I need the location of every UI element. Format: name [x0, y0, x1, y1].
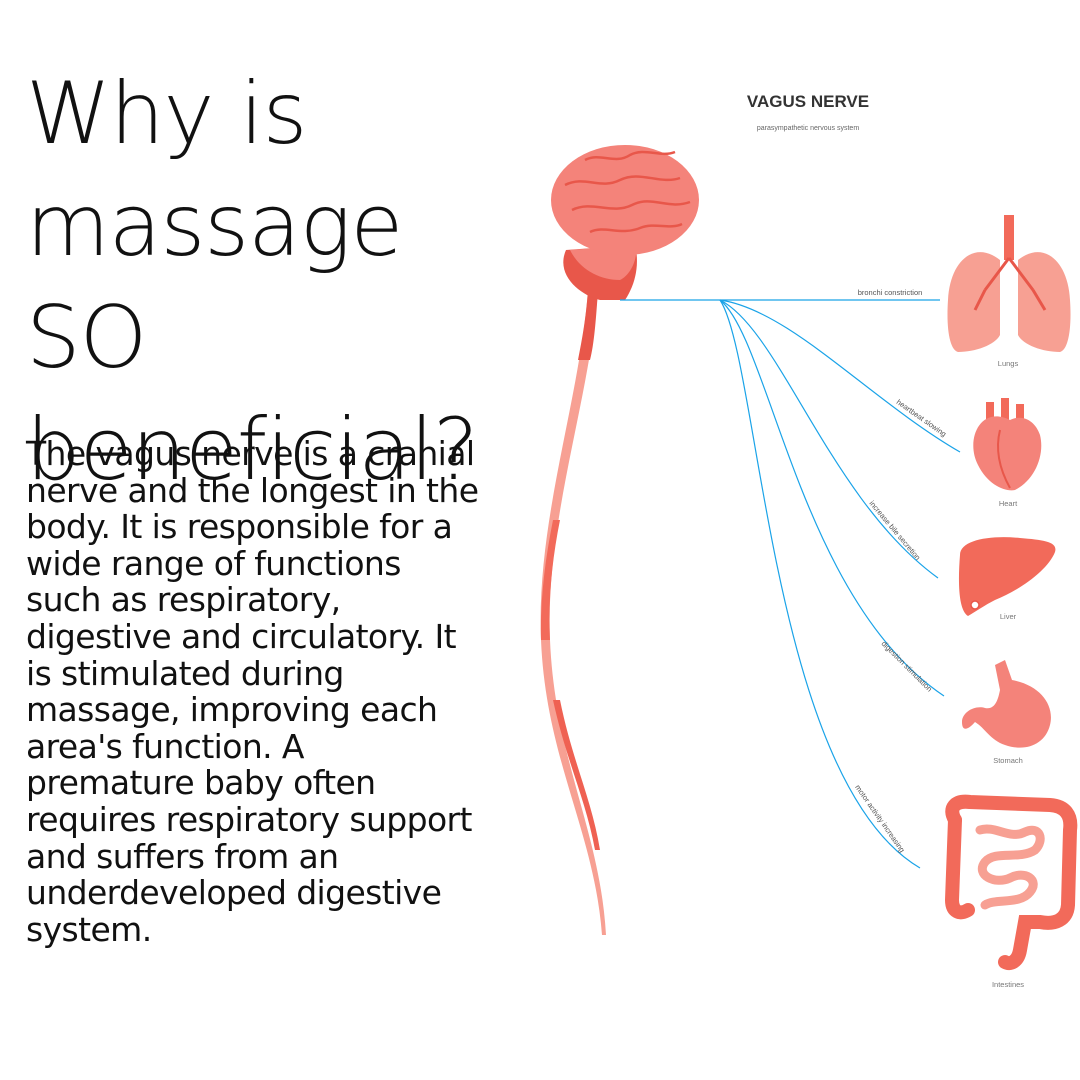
body-line: The vagus nerve is a cranial	[26, 434, 475, 473]
body-line: is stimulated during	[26, 653, 344, 693]
organ-label: Liver	[1000, 612, 1017, 621]
branch-label: digestion stimulation	[880, 639, 934, 693]
body-line: system.	[26, 909, 152, 949]
stomach-icon	[962, 660, 1051, 748]
branch-label: motor activity increasing	[853, 783, 907, 854]
body-line: nerve and the longest in the	[26, 470, 479, 510]
branch-label: increase bile secretion	[867, 499, 922, 562]
organ-label: Stomach	[993, 756, 1023, 765]
body-line: area's function. A	[26, 726, 305, 766]
headline-line: massage SO	[26, 176, 403, 388]
body-line: body. It is responsible for a	[26, 507, 453, 547]
body-line: wide range of functions	[26, 543, 401, 583]
heart-icon	[973, 398, 1042, 491]
organ-label: Intestines	[992, 980, 1024, 989]
body-line: massage, improving each	[26, 690, 438, 730]
branch-label: bronchi constriction	[858, 288, 923, 297]
headline-line: beneficial?	[26, 400, 479, 500]
body-line: requires respiratory support	[26, 799, 472, 839]
branch-label: heartbeat slowing	[895, 397, 948, 438]
headline: Why is massage SO beneficial?	[26, 58, 546, 506]
body-line: such as respiratory,	[26, 580, 341, 620]
brain-icon	[551, 145, 699, 300]
intestines-icon	[944, 794, 1078, 971]
body-paragraph: The vagus nerve is a cranial nerve and t…	[26, 434, 536, 949]
headline-line: Why is	[26, 64, 307, 164]
spinal-cord	[540, 290, 606, 935]
diagram-title: VAGUS NERVE	[747, 92, 869, 111]
diagram-subtitle: parasympathetic nervous system	[757, 125, 859, 132]
body-line: premature baby often	[26, 763, 376, 803]
body-line: underdeveloped digestive	[26, 873, 442, 913]
lungs-icon	[947, 215, 1071, 352]
body-line: and suffers from an	[26, 836, 339, 876]
liver-icon	[958, 537, 1056, 616]
nerve-branches	[620, 299, 961, 869]
organ-label: Heart	[999, 499, 1018, 508]
organ-label: Lungs	[998, 359, 1019, 368]
body-line: digestive and circulatory. It	[26, 616, 457, 656]
